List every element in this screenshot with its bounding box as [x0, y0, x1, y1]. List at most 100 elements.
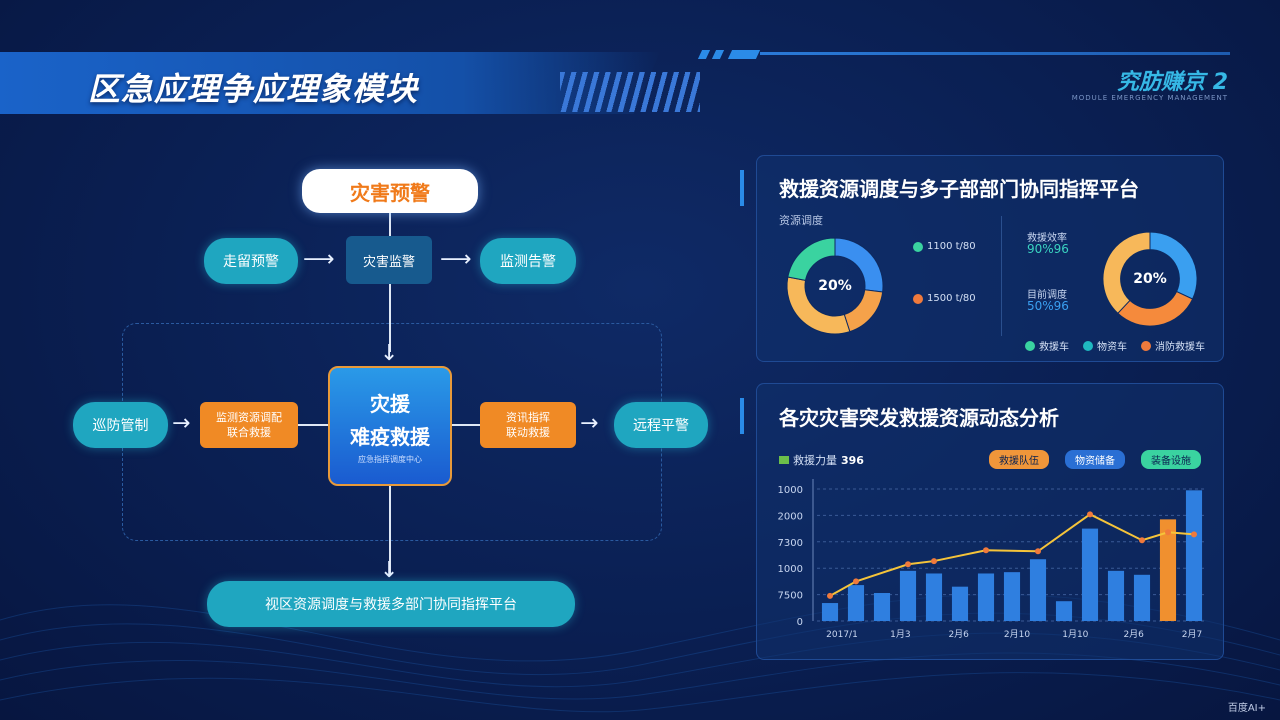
chart-bar — [1029, 559, 1047, 621]
left-legend-item: 1500 t/80 — [913, 293, 976, 304]
connector — [298, 424, 330, 426]
connector — [452, 424, 482, 426]
summary-label: 救援力量 — [793, 454, 837, 467]
donut-slice — [1102, 231, 1151, 314]
chart-filter-pills: 救援队伍 物资储备 装备设施 — [989, 450, 1201, 469]
trend-line — [829, 513, 1195, 597]
line-point — [983, 547, 989, 554]
node-right-1[interactable]: 监测告警 — [480, 238, 576, 284]
arrow-right-icon: → — [172, 411, 191, 436]
stat-label: 救援效率 — [1027, 233, 1067, 244]
y-tick-label: 1000 — [778, 564, 803, 575]
node-right-2[interactable]: 远程平警 — [614, 402, 708, 448]
page-title: 区急应理争应理象模块 — [88, 70, 419, 108]
panel-accent — [740, 170, 744, 206]
header-dash — [727, 50, 761, 59]
center-line-2: 难疫救援 — [350, 424, 430, 449]
chart-bar — [1003, 572, 1021, 621]
legend-dot — [913, 293, 923, 304]
node-line: 监测资源调配 — [216, 411, 282, 424]
legend-item: 物资车 — [1083, 338, 1127, 353]
pill-equipment[interactable]: 装备设施 — [1141, 450, 1201, 469]
line-point — [853, 578, 859, 585]
legend-dot — [1141, 340, 1151, 351]
left-donut-center: 20% — [818, 278, 852, 294]
line-point — [905, 561, 911, 568]
y-tick-label: 0 — [797, 617, 803, 628]
stat-label: 目前调度 — [1027, 290, 1067, 301]
x-tick-label: 1月3 — [890, 629, 910, 640]
y-tick-label: 7300 — [778, 538, 803, 549]
node-orange-right[interactable]: 资讯指挥 联动救援 — [480, 402, 576, 448]
summary-value: 396 — [841, 453, 864, 467]
connector — [389, 485, 391, 575]
y-tick-label: 7500 — [778, 591, 803, 602]
x-tick-label: 2月6 — [948, 629, 969, 640]
legend-item: 救援车 — [1025, 338, 1069, 353]
x-tick-label: 2月7 — [1182, 629, 1202, 640]
line-point — [931, 558, 937, 565]
chart-bar — [1159, 519, 1177, 621]
legend-item: 消防救援车 — [1141, 338, 1205, 353]
pill-supplies[interactable]: 物资储备 — [1065, 450, 1125, 469]
chart-bar — [951, 586, 969, 621]
chart-panel: 各灾灾害突发救援资源动态分析 救援力量 396 救援队伍 物资储备 装备设施 0… — [756, 383, 1224, 660]
x-tick-label: 1月10 — [1062, 629, 1088, 640]
legend-dot — [1025, 340, 1035, 351]
chart-bar — [925, 573, 943, 621]
node-disaster-warning[interactable]: 灾害预警 — [302, 169, 478, 213]
header-dash — [697, 50, 711, 59]
arrow-down-icon: ↓ — [380, 341, 399, 366]
right-donut-center: 20% — [1133, 271, 1167, 287]
chart-bar — [1133, 574, 1151, 621]
node-left-1[interactable]: 走留预警 — [204, 238, 298, 284]
stat-value: 50%96 — [1027, 299, 1069, 313]
summary-icon — [779, 456, 789, 464]
title-banner — [0, 52, 660, 114]
node-left-2[interactable]: 巡防管制 — [73, 402, 168, 448]
stat-value: 90%96 — [1027, 242, 1069, 256]
header-dash — [711, 50, 725, 59]
legend-dot — [1083, 340, 1093, 351]
node-mid-1[interactable]: 灾害监警 — [346, 236, 432, 284]
y-tick-label: 2000 — [778, 511, 803, 522]
panel-accent — [740, 398, 744, 434]
pill-teams[interactable]: 救援队伍 — [989, 450, 1049, 469]
chart-bar — [847, 585, 865, 621]
watermark: 百度AI+ — [1227, 703, 1266, 714]
right-donut-chart — [1102, 231, 1198, 327]
arrow-right-icon: ⟶ — [303, 247, 335, 272]
chart-summary: 救援力量 396 — [779, 452, 864, 468]
donut-slice — [787, 237, 836, 281]
legend-label: 1500 t/80 — [927, 293, 976, 304]
arrow-right-icon: ⟶ — [440, 247, 472, 272]
arrow-right-icon: → — [580, 411, 599, 436]
legend-dot — [913, 241, 923, 252]
x-tick-label: 2月6 — [1123, 629, 1144, 640]
line-point — [1191, 531, 1197, 538]
center-subtext: 应急指挥调度中心 — [358, 454, 422, 464]
header-line — [760, 52, 1230, 55]
node-orange-left[interactable]: 监测资源调配 联合救援 — [200, 402, 298, 448]
node-platform[interactable]: 视区资源调度与救援多部门协同指挥平台 — [207, 581, 575, 627]
arrow-down-icon: ↓ — [380, 558, 399, 583]
chart-bar — [1185, 490, 1203, 621]
x-tick-label: 2月10 — [1004, 629, 1030, 640]
line-point — [1139, 537, 1145, 544]
chart-panel-title: 各灾灾害突发救援资源动态分析 — [779, 406, 1059, 430]
node-center-rescue[interactable]: 灾援 难疫救援 应急指挥调度中心 — [328, 366, 452, 486]
y-tick-label: 1000 — [778, 485, 803, 496]
donut-panel-title: 救援资源调度与多子部部门协同指挥平台 — [779, 177, 1139, 201]
node-line: 联合救援 — [227, 426, 271, 439]
donut-sub-label: 资源调度 — [779, 214, 823, 227]
brand-subtitle: MODULE EMERGENCY MANAGEMENT — [1071, 94, 1228, 102]
brand-title: 究肪赚京 2 — [1117, 70, 1228, 95]
bar-line-chart: 0 7500 1000 7300 2000 1000 2017/1 1月3 2月6 2月10 1月1… — [778, 479, 1207, 640]
chart-bar — [977, 573, 995, 621]
bottom-legend: 救援车 物资车 消防救援车 — [1025, 338, 1205, 353]
left-donut-chart — [786, 237, 884, 335]
node-line: 资讯指挥 — [506, 411, 550, 424]
chart-bar — [1107, 570, 1125, 621]
node-line: 联动救援 — [506, 426, 550, 439]
x-tick-label: 2017/1 — [826, 630, 858, 640]
